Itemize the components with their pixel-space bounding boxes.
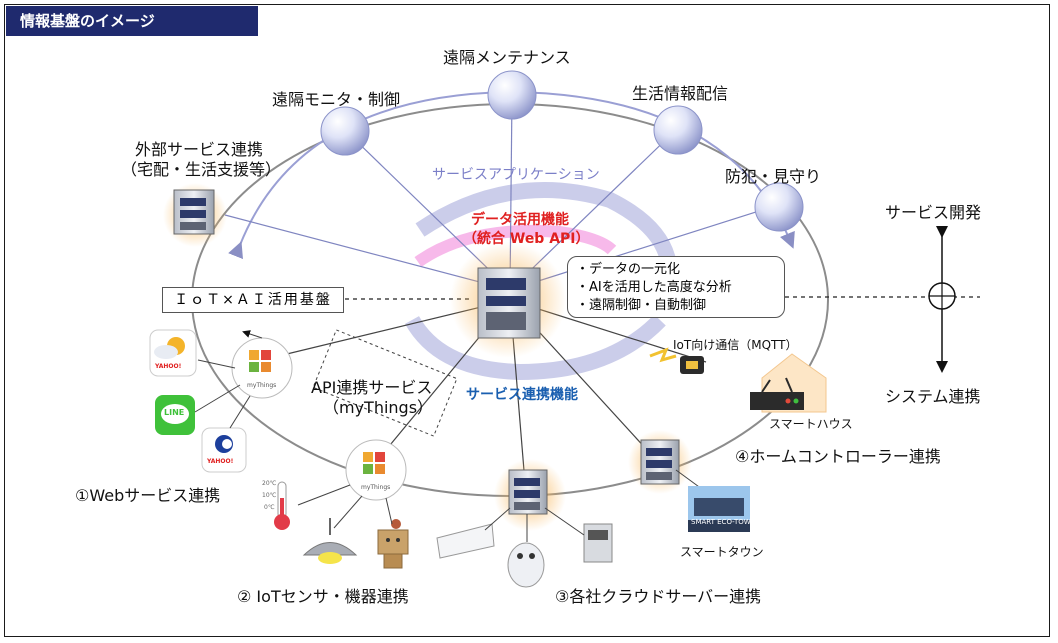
sphere-remote-maintenance — [487, 70, 537, 120]
label-mqtt: IoT向け通信（MQTT） — [673, 338, 798, 352]
smart-meter-icon — [583, 523, 613, 563]
cloud-meter-link — [544, 507, 585, 536]
label-api-service-1: API連携サービス — [311, 378, 433, 397]
yahoo-logo-text-1: YAHOO! — [155, 363, 182, 370]
yahoo-logo-text-2: YAHOO! — [207, 458, 234, 465]
line-logo-text: LINE — [164, 408, 185, 417]
thermo-tick: 0℃ — [264, 504, 275, 511]
thermo-tick: 10℃ — [262, 492, 277, 499]
mythings-hub-icon-2 — [345, 439, 407, 501]
smart-town-sign: SMART ECO-TOWNS — [691, 518, 761, 526]
inner-ring-bottom — [405, 314, 666, 381]
hub2-thermo-link — [297, 484, 351, 506]
platform-label: ＩｏＴ×ＡＩ活用基盤 — [162, 287, 344, 313]
inner-ring-top — [415, 182, 676, 263]
data-function-arc — [414, 224, 617, 267]
thermometer-icon — [262, 480, 296, 530]
sim-card-icon — [649, 347, 704, 374]
center-server-icon — [477, 267, 541, 339]
label-service-link: サービス連携機能 — [466, 387, 578, 403]
label-data-function-1: データ活用機能 — [471, 212, 569, 228]
label-service-apps: サービスアプリケーション — [432, 167, 600, 183]
cloud-server-icon-1 — [508, 469, 548, 515]
label-category-web: ①Webサービス連携 — [75, 486, 221, 505]
label-api-service-2: （myThings） — [323, 398, 434, 417]
mythings-label-2: myThings — [361, 484, 391, 491]
sphere-life-info — [653, 105, 703, 155]
thermo-tick: 20℃ — [262, 480, 277, 487]
yahoo-app-icon — [201, 427, 247, 473]
mythings-label-1: myThings — [247, 382, 277, 389]
smart-town-icon — [688, 486, 750, 532]
label-category-home: ④ホームコントローラー連携 — [735, 447, 941, 466]
label-remote-maintenance: 遠隔メンテナンス — [443, 48, 571, 67]
label-security: 防犯・見守り — [725, 167, 822, 186]
hub1-yahoo-link — [197, 359, 236, 369]
diagram-title: 情報基盤のイメージ — [6, 6, 258, 36]
external-server-icon — [173, 189, 215, 235]
yahoo-weather-icon — [149, 329, 197, 377]
label-life-info: 生活情報配信 — [632, 84, 729, 103]
label-external-2: （宅配・生活支援等） — [121, 160, 282, 179]
robot-sensor-icon — [377, 519, 409, 569]
callout-item: ・遠隔制御・自動制御 — [576, 298, 707, 313]
robot-assistant-icon — [507, 542, 545, 588]
callout-item: ・データの一元化 — [576, 262, 681, 277]
label-data-function-2: （統合 Web API） — [463, 231, 590, 247]
air-conditioner-icon — [436, 523, 495, 559]
cloud-server-icon-2 — [640, 439, 680, 485]
label-external-1: 外部サービス連携 — [135, 140, 264, 159]
label-category-iot: ② IoTセンサ・機器連携 — [237, 587, 409, 606]
hub-out-arrow — [242, 330, 263, 339]
hub1-yahoo2-link — [229, 395, 251, 429]
smart-house-icon — [750, 353, 827, 413]
cloud-ac-link — [484, 507, 511, 531]
lamp-icon — [302, 518, 358, 564]
label-remote-monitor: 遠隔モニタ・制御 — [272, 90, 401, 109]
sphere-remote-monitor — [320, 106, 370, 156]
label-smart-town: スマートタウン — [680, 545, 764, 559]
hub1-line-link — [194, 384, 241, 413]
diagram-frame — [4, 4, 1050, 637]
sphere-security — [754, 182, 804, 232]
hub2-lamp-link — [333, 495, 363, 529]
label-category-cloud: ③各社クラウドサーバー連携 — [555, 587, 762, 606]
mythings-hub-icon-1 — [231, 337, 293, 399]
hub2-robot-link — [385, 497, 393, 525]
axis-bottom-label: システム連携 — [885, 387, 981, 406]
callout-item: ・AIを活用した高度な分析 — [576, 280, 732, 295]
line-app-icon — [155, 395, 195, 435]
label-smart-house: スマートハウス — [769, 417, 853, 431]
axis-top-label: サービス開発 — [885, 203, 982, 222]
center-callout: ・データの一元化 ・AIを活用した高度な分析 ・遠隔制御・自動制御 — [567, 256, 785, 318]
